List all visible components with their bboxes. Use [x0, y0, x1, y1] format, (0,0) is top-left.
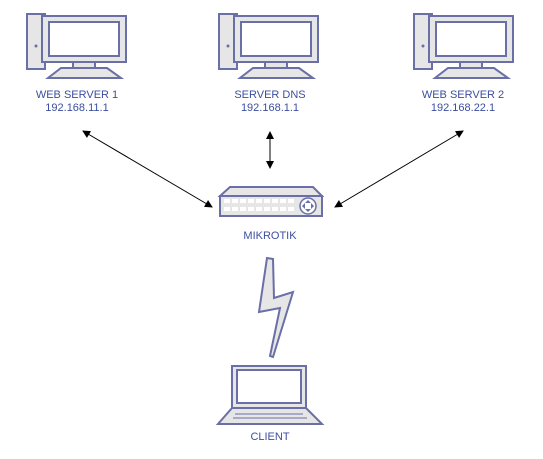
server-dns-label: SERVER DNS 192.168.1.1 — [210, 89, 330, 115]
wireless-link-bolt — [257, 256, 295, 359]
link-web1-router — [82, 130, 213, 208]
server-dns-icon — [218, 13, 319, 79]
web-server-1-ip: 192.168.11.1 — [45, 102, 109, 114]
web-server-2-ip: 192.168.22.1 — [430, 102, 496, 114]
server-dns-ip: 192.168.1.1 — [240, 102, 300, 114]
web-server-1-name: WEB SERVER 1 — [35, 89, 119, 101]
web-server-1-icon — [26, 13, 127, 79]
client-laptop-icon — [215, 365, 325, 425]
server-dns-name: SERVER DNS — [234, 89, 306, 101]
router-label: MIKROTIK — [243, 230, 297, 242]
web-server-2-name: WEB SERVER 2 — [421, 89, 505, 101]
web-server-2-icon — [413, 13, 514, 79]
router-icon — [217, 186, 325, 217]
web-server-1-label: WEB SERVER 1 192.168.11.1 — [17, 89, 137, 115]
web-server-2-label: WEB SERVER 2 192.168.22.1 — [403, 89, 523, 115]
link-web2-router — [334, 130, 464, 208]
client-label: CLIENT — [250, 431, 290, 443]
